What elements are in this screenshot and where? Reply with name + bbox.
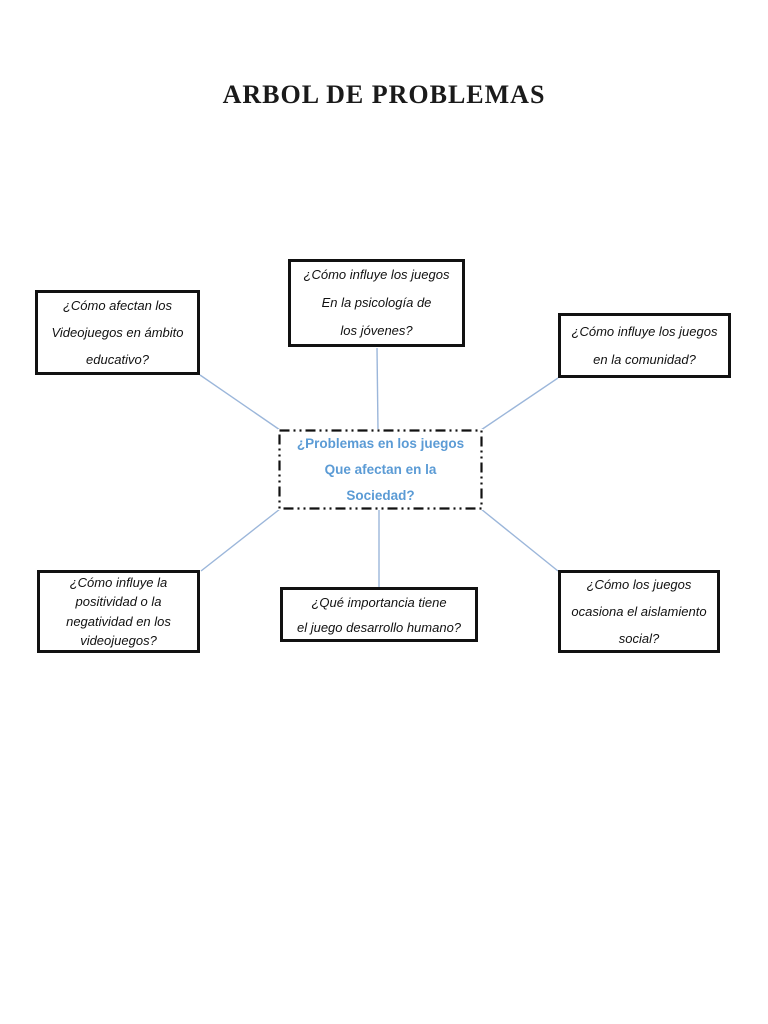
center-text-line: Sociedad? (346, 487, 415, 503)
center-text-line: Que afectan en la (324, 461, 437, 477)
center-text-line: ¿Problemas en los juegos (296, 435, 465, 451)
page-title: ARBOL DE PROBLEMAS (222, 80, 546, 109)
connector-top-right (480, 377, 559, 431)
node-center: ¿Problemas en los juegos Que afectan en … (278, 429, 483, 510)
node-text-line: positividad o la (75, 594, 162, 609)
node-top-right: ¿Cómo influye los juegos en la comunidad… (558, 313, 731, 378)
node-text-line: ¿Cómo influye los juegos (303, 267, 450, 282)
node-text-line: social? (618, 631, 660, 646)
node-text-line: en la comunidad? (593, 351, 696, 367)
node-text-line: En la psicología de (321, 295, 432, 310)
node-text-line: educativo? (86, 352, 149, 367)
node-top-center: ¿Cómo influye los juegos En la psicologí… (288, 259, 465, 347)
connector-bottom-right (480, 508, 559, 572)
node-text-line: ¿Cómo influye la (69, 574, 168, 590)
node-text-line: los jóvenes? (340, 323, 413, 338)
node-text-line: ¿Qué importancia tiene (311, 594, 447, 610)
node-text-line: ¿Cómo influye los juegos (571, 323, 718, 339)
node-text-line: videojuegos? (80, 633, 157, 648)
connector-top-left (199, 374, 281, 431)
connector-bottom-left (200, 508, 281, 572)
node-text-line: ¿Cómo los juegos (586, 577, 692, 592)
node-bottom-center: ¿Qué importancia tiene el juego desarrol… (280, 587, 478, 642)
node-text-line: el juego desarrollo humano? (296, 619, 462, 635)
node-text-line: ¿Cómo afectan los (62, 298, 173, 313)
node-text-line: ocasiona el aislamiento (571, 604, 707, 619)
node-bottom-left: ¿Cómo influye la positividad o la negati… (37, 570, 200, 653)
node-top-left: ¿Cómo afectan los Videojuegos en ámbito … (35, 290, 200, 375)
node-text-line: negatividad en los (66, 613, 171, 629)
connector-top-center (376, 347, 379, 431)
node-text-line: Videojuegos en ámbito (51, 325, 184, 340)
node-bottom-right: ¿Cómo los juegos ocasiona el aislamiento… (558, 570, 720, 653)
